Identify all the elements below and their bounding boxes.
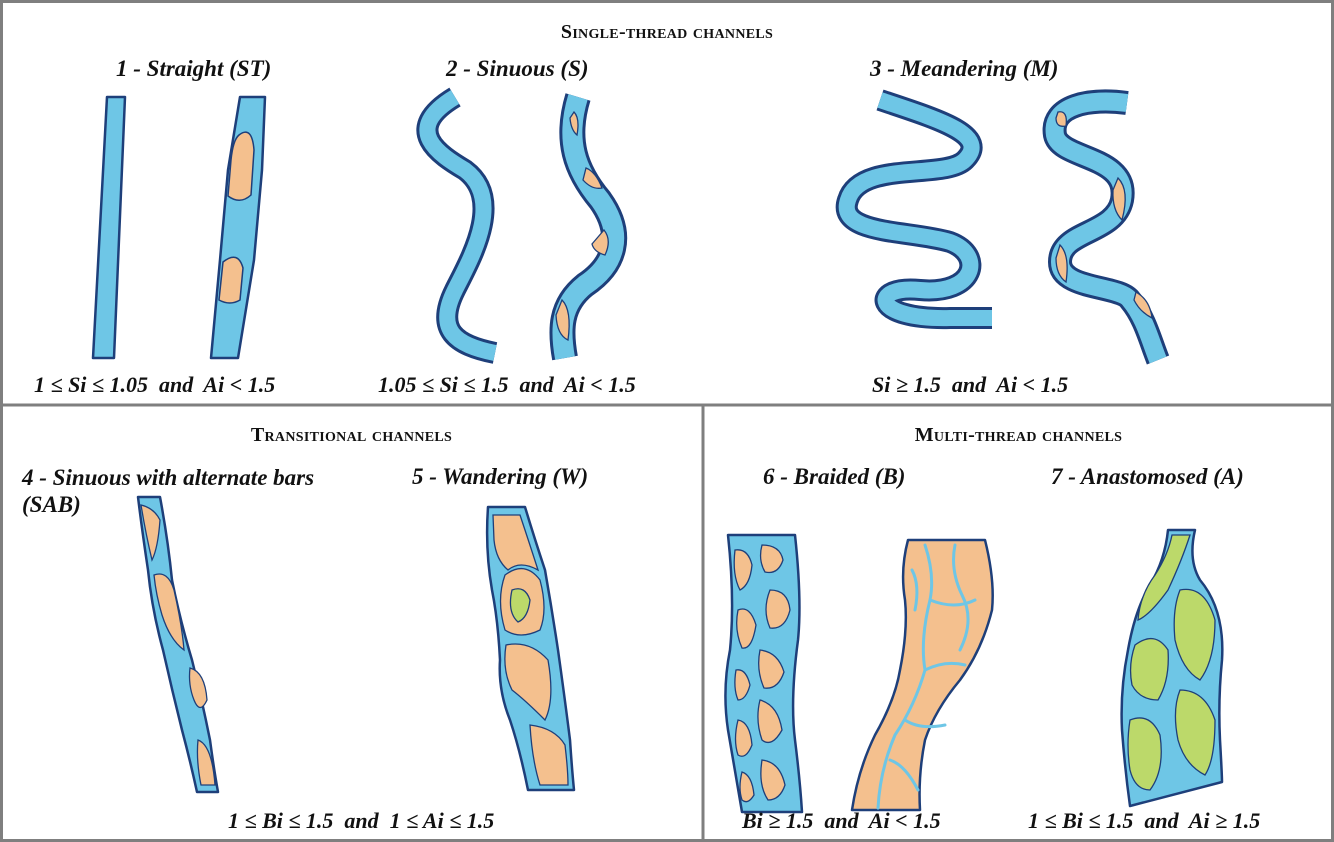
type-label-straight: 1 - Straight (ST) <box>116 56 271 82</box>
formula-transitional: 1 ≤ Bi ≤ 1.5 and 1 ≤ Ai ≤ 1.5 <box>228 808 494 834</box>
type-label-sinuous: 2 - Sinuous (S) <box>446 56 589 82</box>
type-label-wandering: 5 - Wandering (W) <box>412 464 588 490</box>
braided-channel-bars-diagram <box>852 540 993 810</box>
formula-braided: Bi ≥ 1.5 and Ai < 1.5 <box>742 808 941 834</box>
formula-sinuous: 1.05 ≤ Si ≤ 1.5 and Ai < 1.5 <box>378 372 636 398</box>
type-label-braided: 6 - Braided (B) <box>763 464 905 490</box>
type-label-meandering: 3 - Meandering (M) <box>870 56 1058 82</box>
wandering-channel-diagram <box>487 507 574 790</box>
type-label-anastomosed: 7 - Anastomosed (A) <box>1051 464 1244 490</box>
sinuous-alternate-bars-diagram <box>138 497 218 792</box>
sinuous-channel-bars-diagram <box>556 97 614 358</box>
formula-straight: 1 ≤ Si ≤ 1.05 and Ai < 1.5 <box>34 372 275 398</box>
meandering-channel-bars-diagram <box>1055 102 1158 360</box>
formula-anastomosed: 1 ≤ Bi ≤ 1.5 and Ai ≥ 1.5 <box>1028 808 1260 834</box>
multi-thread-heading: Multi-thread channels <box>703 424 1334 447</box>
formula-meandering: Si ≥ 1.5 and Ai < 1.5 <box>872 372 1068 398</box>
braided-channel-water-diagram <box>725 535 802 812</box>
straight-channel-bars-diagram <box>211 97 265 358</box>
type-label-sinuous-alternate-bars: 4 - Sinuous with alternate bars (SAB) <box>22 464 322 518</box>
transitional-heading: Transitional channels <box>0 424 703 447</box>
anastomosed-channel-diagram <box>1122 530 1223 806</box>
single-thread-heading: Single-thread channels <box>0 21 1334 44</box>
straight-channel-plain-diagram <box>93 97 125 358</box>
